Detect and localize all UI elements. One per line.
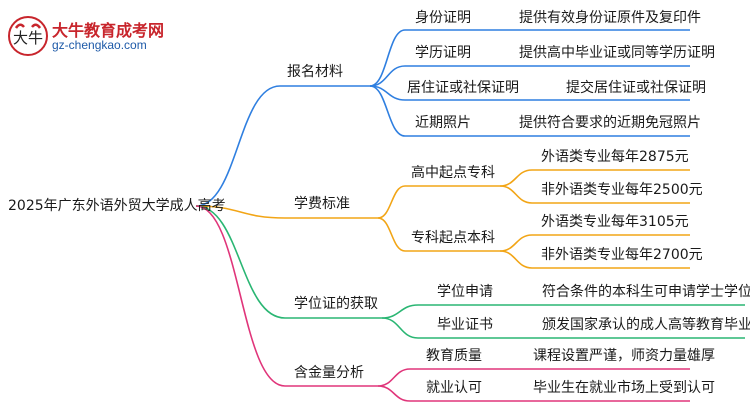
value-item-detail: 课程设置严谨，师资力量雄厚 [533,348,715,364]
materials-item-detail: 提供符合要求的近期免冠照片 [519,115,701,131]
tuition-fee-item: 非外语类专业每年2500元 [541,182,703,198]
leaf-connector [499,250,533,269]
tuition-fee-item: 外语类专业每年2875元 [541,149,689,165]
leaf-connector [499,169,533,187]
materials-item-label: 近期照片 [415,115,471,131]
child-connector [381,304,419,319]
child-connector [369,29,406,87]
root-node-label: 2025年广东外语外贸大学成人高考 [8,198,226,214]
site-logo[interactable]: 大牛 大牛教育成考网 gz-chengkao.com [6,14,206,58]
value-item-detail: 毕业生在就业市场上受到认可 [533,380,715,396]
branch-connector [195,85,281,207]
child-connector [377,385,411,402]
tuition-level-label: 高中起点专科 [411,165,495,181]
degree-item-detail: 符合条件的本科生可申请学士学位 [542,284,750,300]
materials-item-label: 学历证明 [415,45,471,61]
child-connector [369,65,406,87]
child-connector [377,217,406,252]
child-connector [377,185,406,219]
degree-item-detail: 颁发国家承认的成人高等教育毕业证书 [542,317,750,333]
child-connector [369,85,406,137]
leaf-connector [499,185,533,204]
value-item-label: 就业认可 [426,380,482,396]
child-connector [377,368,411,387]
tuition-fee-item: 非外语类专业每年2700元 [541,247,703,263]
materials-item-label: 居住证或社保证明 [407,80,519,96]
logo-url: gz-chengkao.com [52,38,147,52]
bull-logo-icon: 大牛 [8,16,48,56]
materials-item-label: 身份证明 [415,10,471,26]
child-connector [381,317,419,339]
materials-item-detail: 提供高中毕业证或同等学历证明 [519,45,715,61]
branch-connector [195,205,286,219]
degree-item-label: 毕业证书 [437,317,493,333]
branch-label-tuition: 学费标准 [294,196,350,212]
branch-label-materials: 报名材料 [287,64,343,80]
branch-connector [195,205,286,387]
branch-label-value: 含金量分析 [294,365,364,381]
materials-item-detail: 提交居住证或社保证明 [566,80,706,96]
logo-title: 大牛教育成考网 [52,21,165,40]
degree-item-label: 学位申请 [437,284,493,300]
value-item-label: 教育质量 [426,348,482,364]
tuition-level-label: 专科起点本科 [411,230,495,246]
branch-connector [195,205,286,319]
tuition-fee-item: 外语类专业每年3105元 [541,214,689,230]
leaf-connector [499,234,533,252]
svg-text:大牛: 大牛 [13,29,43,47]
branch-label-degree: 学位证的获取 [294,296,378,312]
materials-item-detail: 提供有效身份证原件及复印件 [519,10,701,26]
